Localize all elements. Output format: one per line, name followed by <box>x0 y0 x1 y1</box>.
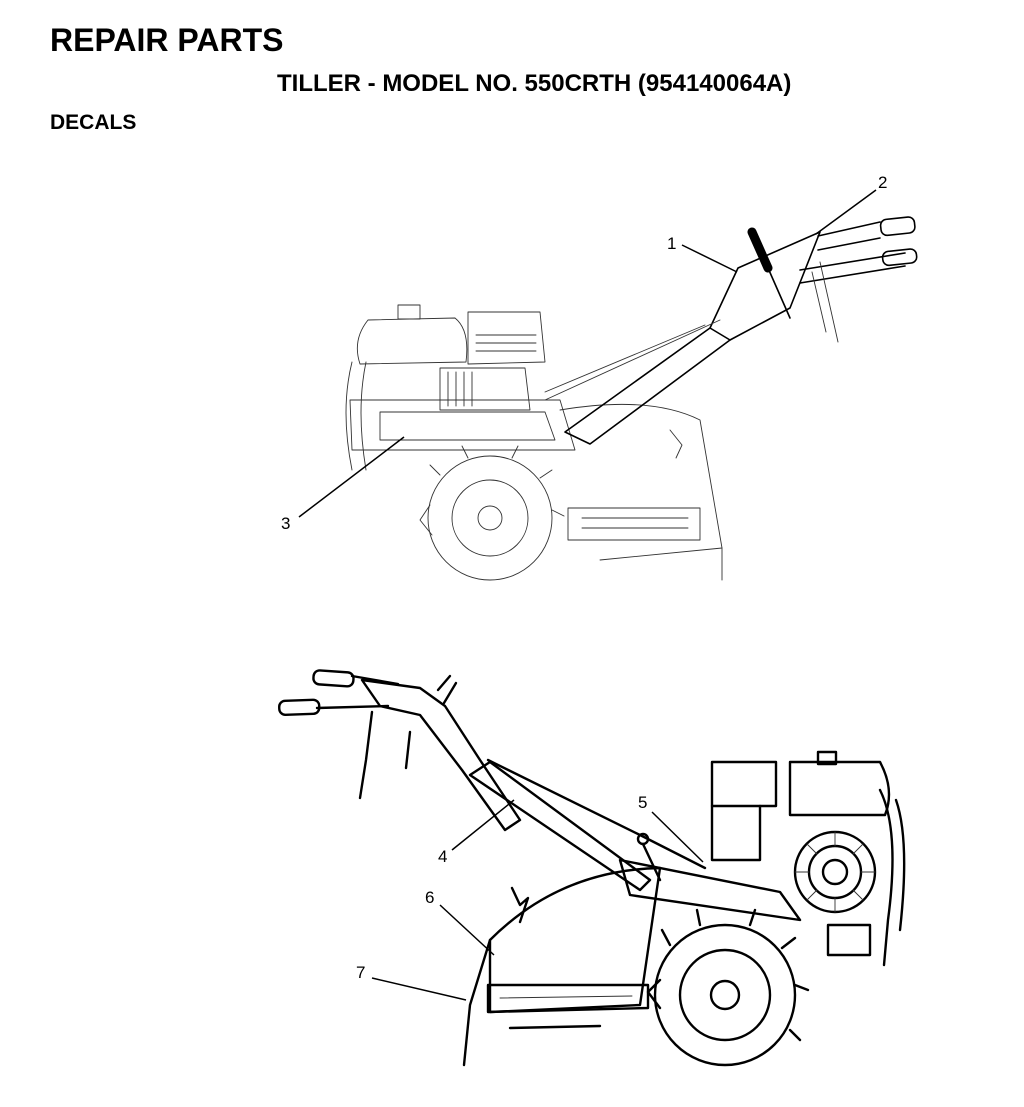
callout-4: 4 <box>438 799 515 866</box>
svg-text:5: 5 <box>638 793 647 812</box>
section-heading: DECALS <box>50 111 137 134</box>
tiller-view-top <box>345 216 918 581</box>
callout-7: 7 <box>356 963 467 1001</box>
callout-6: 6 <box>425 888 495 956</box>
svg-text:3: 3 <box>281 514 290 533</box>
callout-3: 3 <box>281 436 405 533</box>
svg-text:6: 6 <box>425 888 434 907</box>
svg-text:1: 1 <box>667 234 676 253</box>
svg-text:2: 2 <box>878 173 887 192</box>
page-title: REPAIR PARTS <box>50 22 284 58</box>
callout-1: 1 <box>667 234 738 273</box>
tiller-view-bottom <box>278 669 906 1067</box>
model-subtitle: TILLER - MODEL NO. 550CRTH (954140064A) <box>277 70 792 97</box>
svg-text:4: 4 <box>438 847 447 866</box>
callout-2: 2 <box>815 173 887 235</box>
svg-text:7: 7 <box>356 963 365 982</box>
callout-5: 5 <box>638 793 704 863</box>
